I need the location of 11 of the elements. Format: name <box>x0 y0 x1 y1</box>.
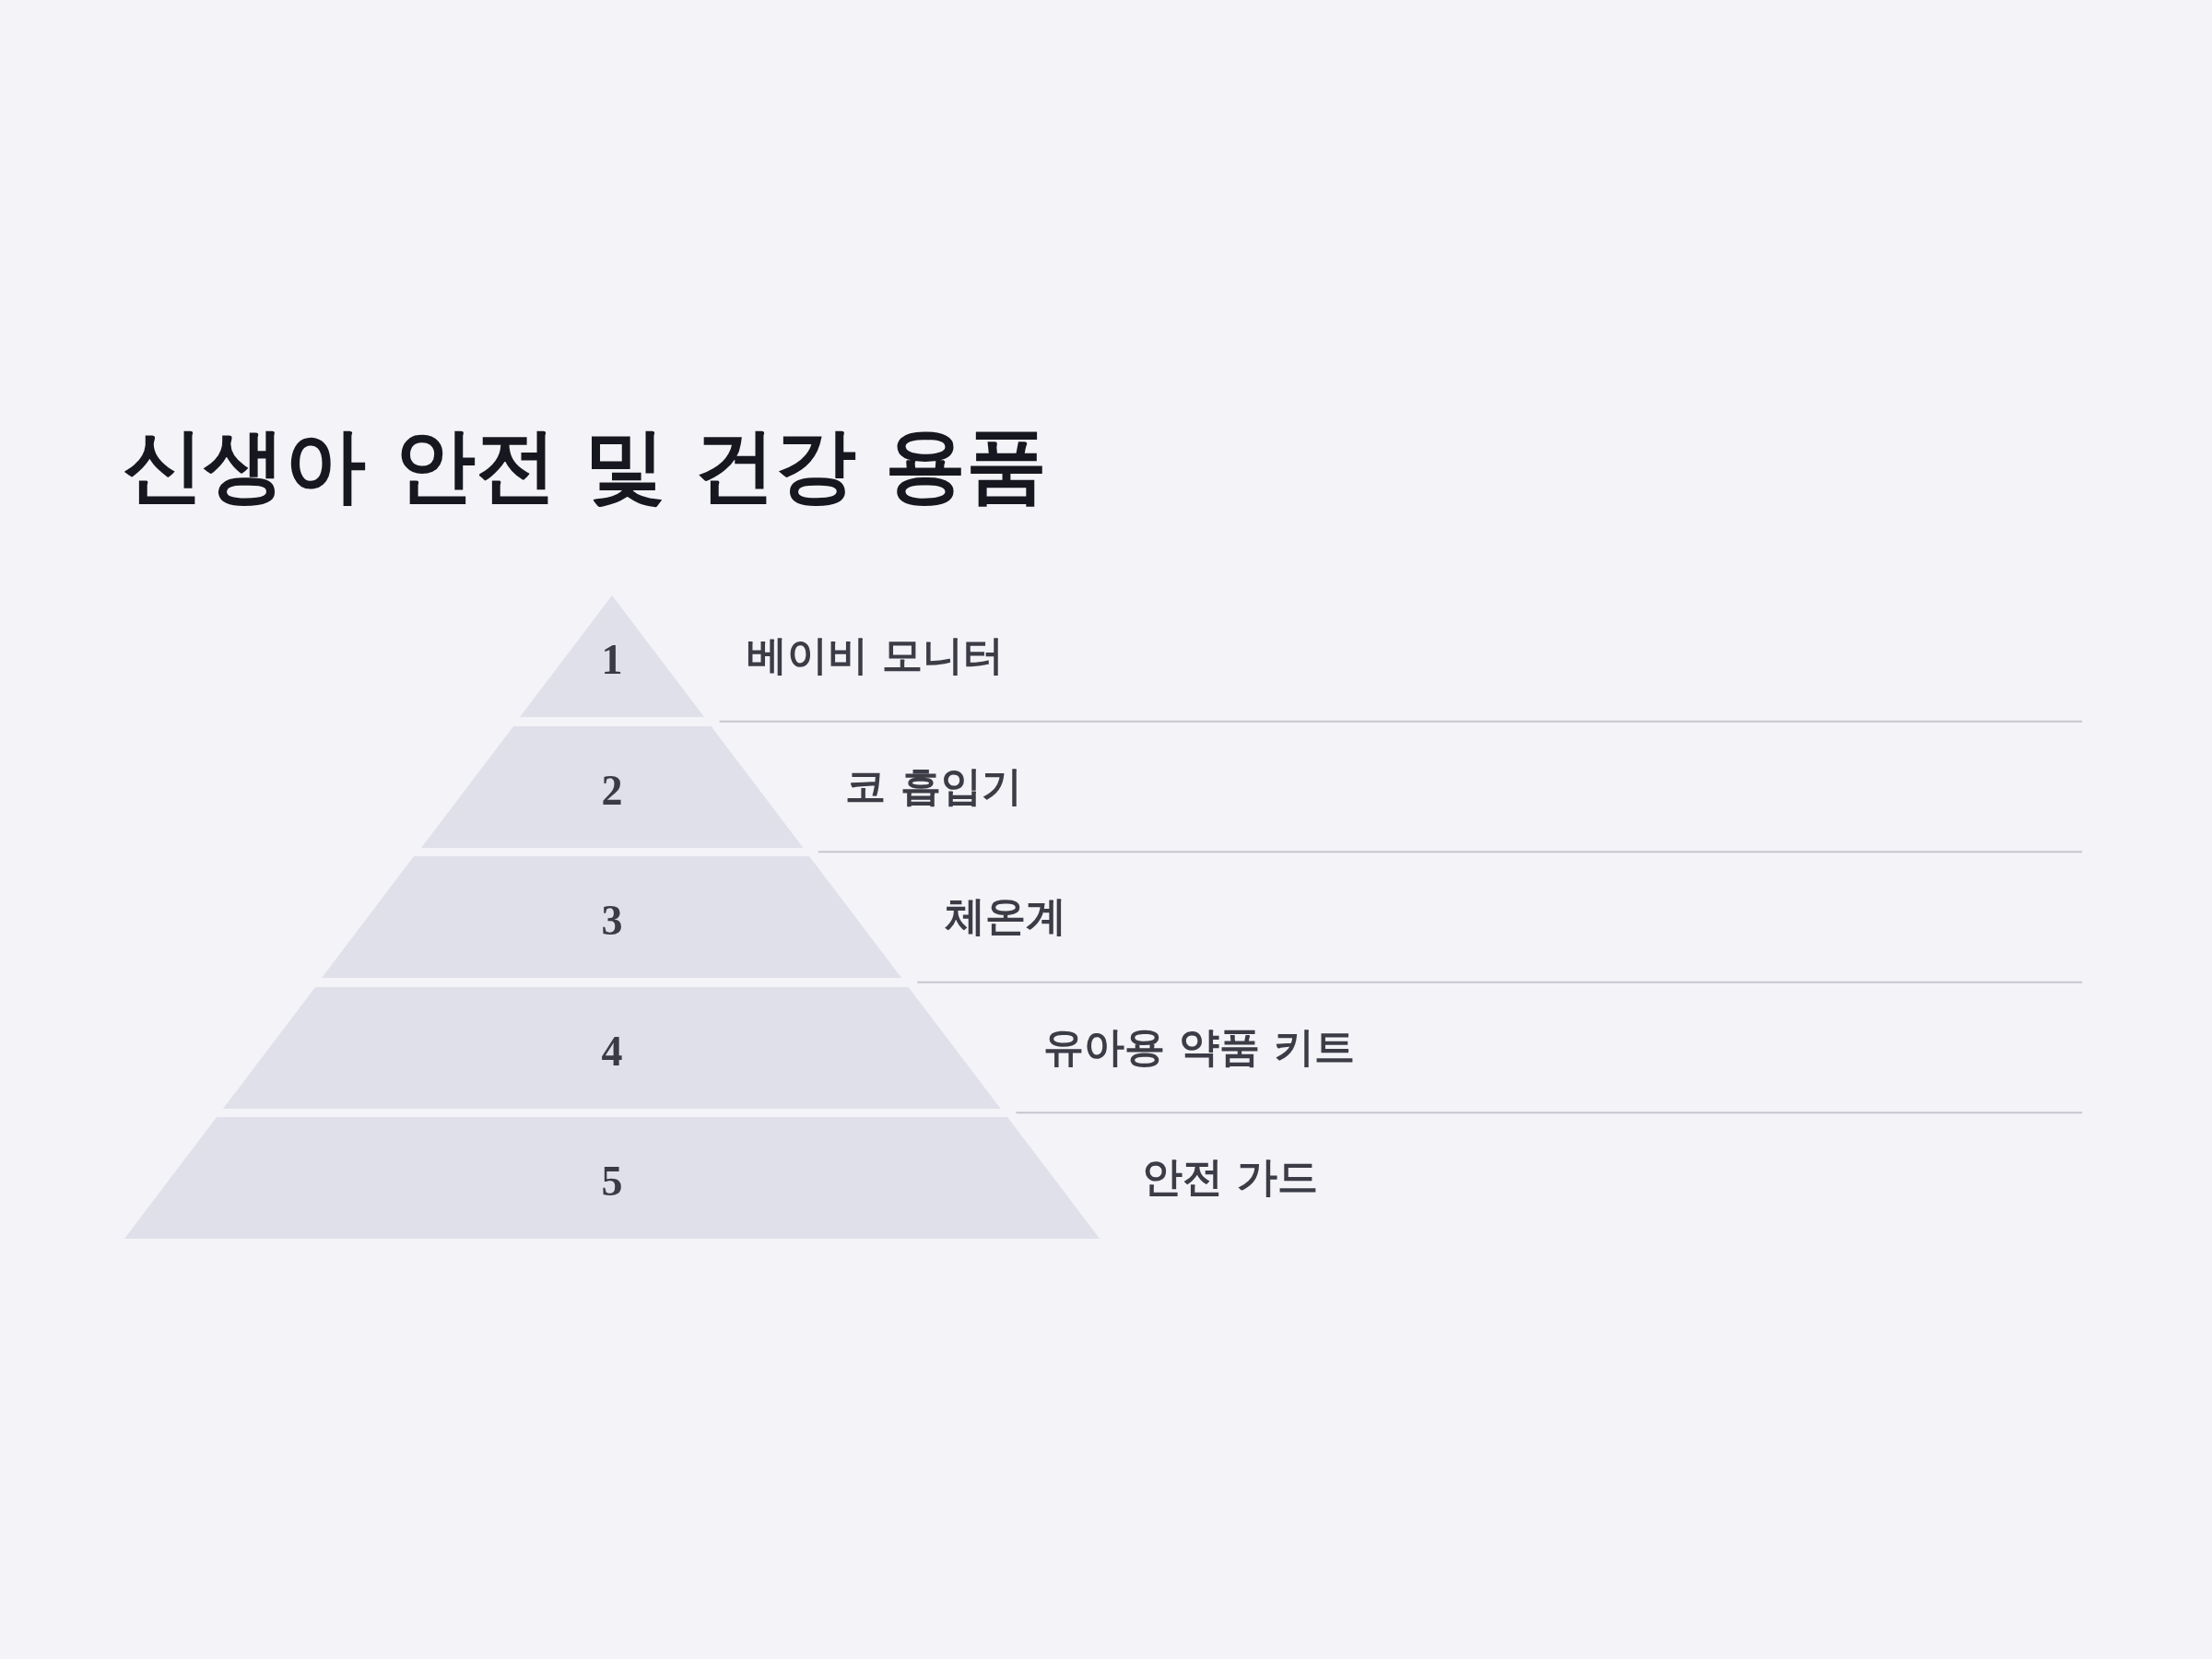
diagram-title: 신생아 안전 및 건강 용품 <box>123 417 1047 514</box>
item-label: 유아용 약품 키트 <box>1042 1022 1356 1072</box>
item-label: 안전 가드 <box>1142 1153 1319 1202</box>
tier-number: 2 <box>601 767 623 814</box>
tier-number: 1 <box>601 636 623 684</box>
tier-number: 5 <box>601 1158 623 1206</box>
item-label: 코 흡입기 <box>845 761 1022 811</box>
item-label: 체온계 <box>944 892 1066 941</box>
tier-number: 4 <box>601 1028 623 1075</box>
item-label: 베이비 모니터 <box>747 631 1005 680</box>
tier-number: 3 <box>601 897 623 945</box>
